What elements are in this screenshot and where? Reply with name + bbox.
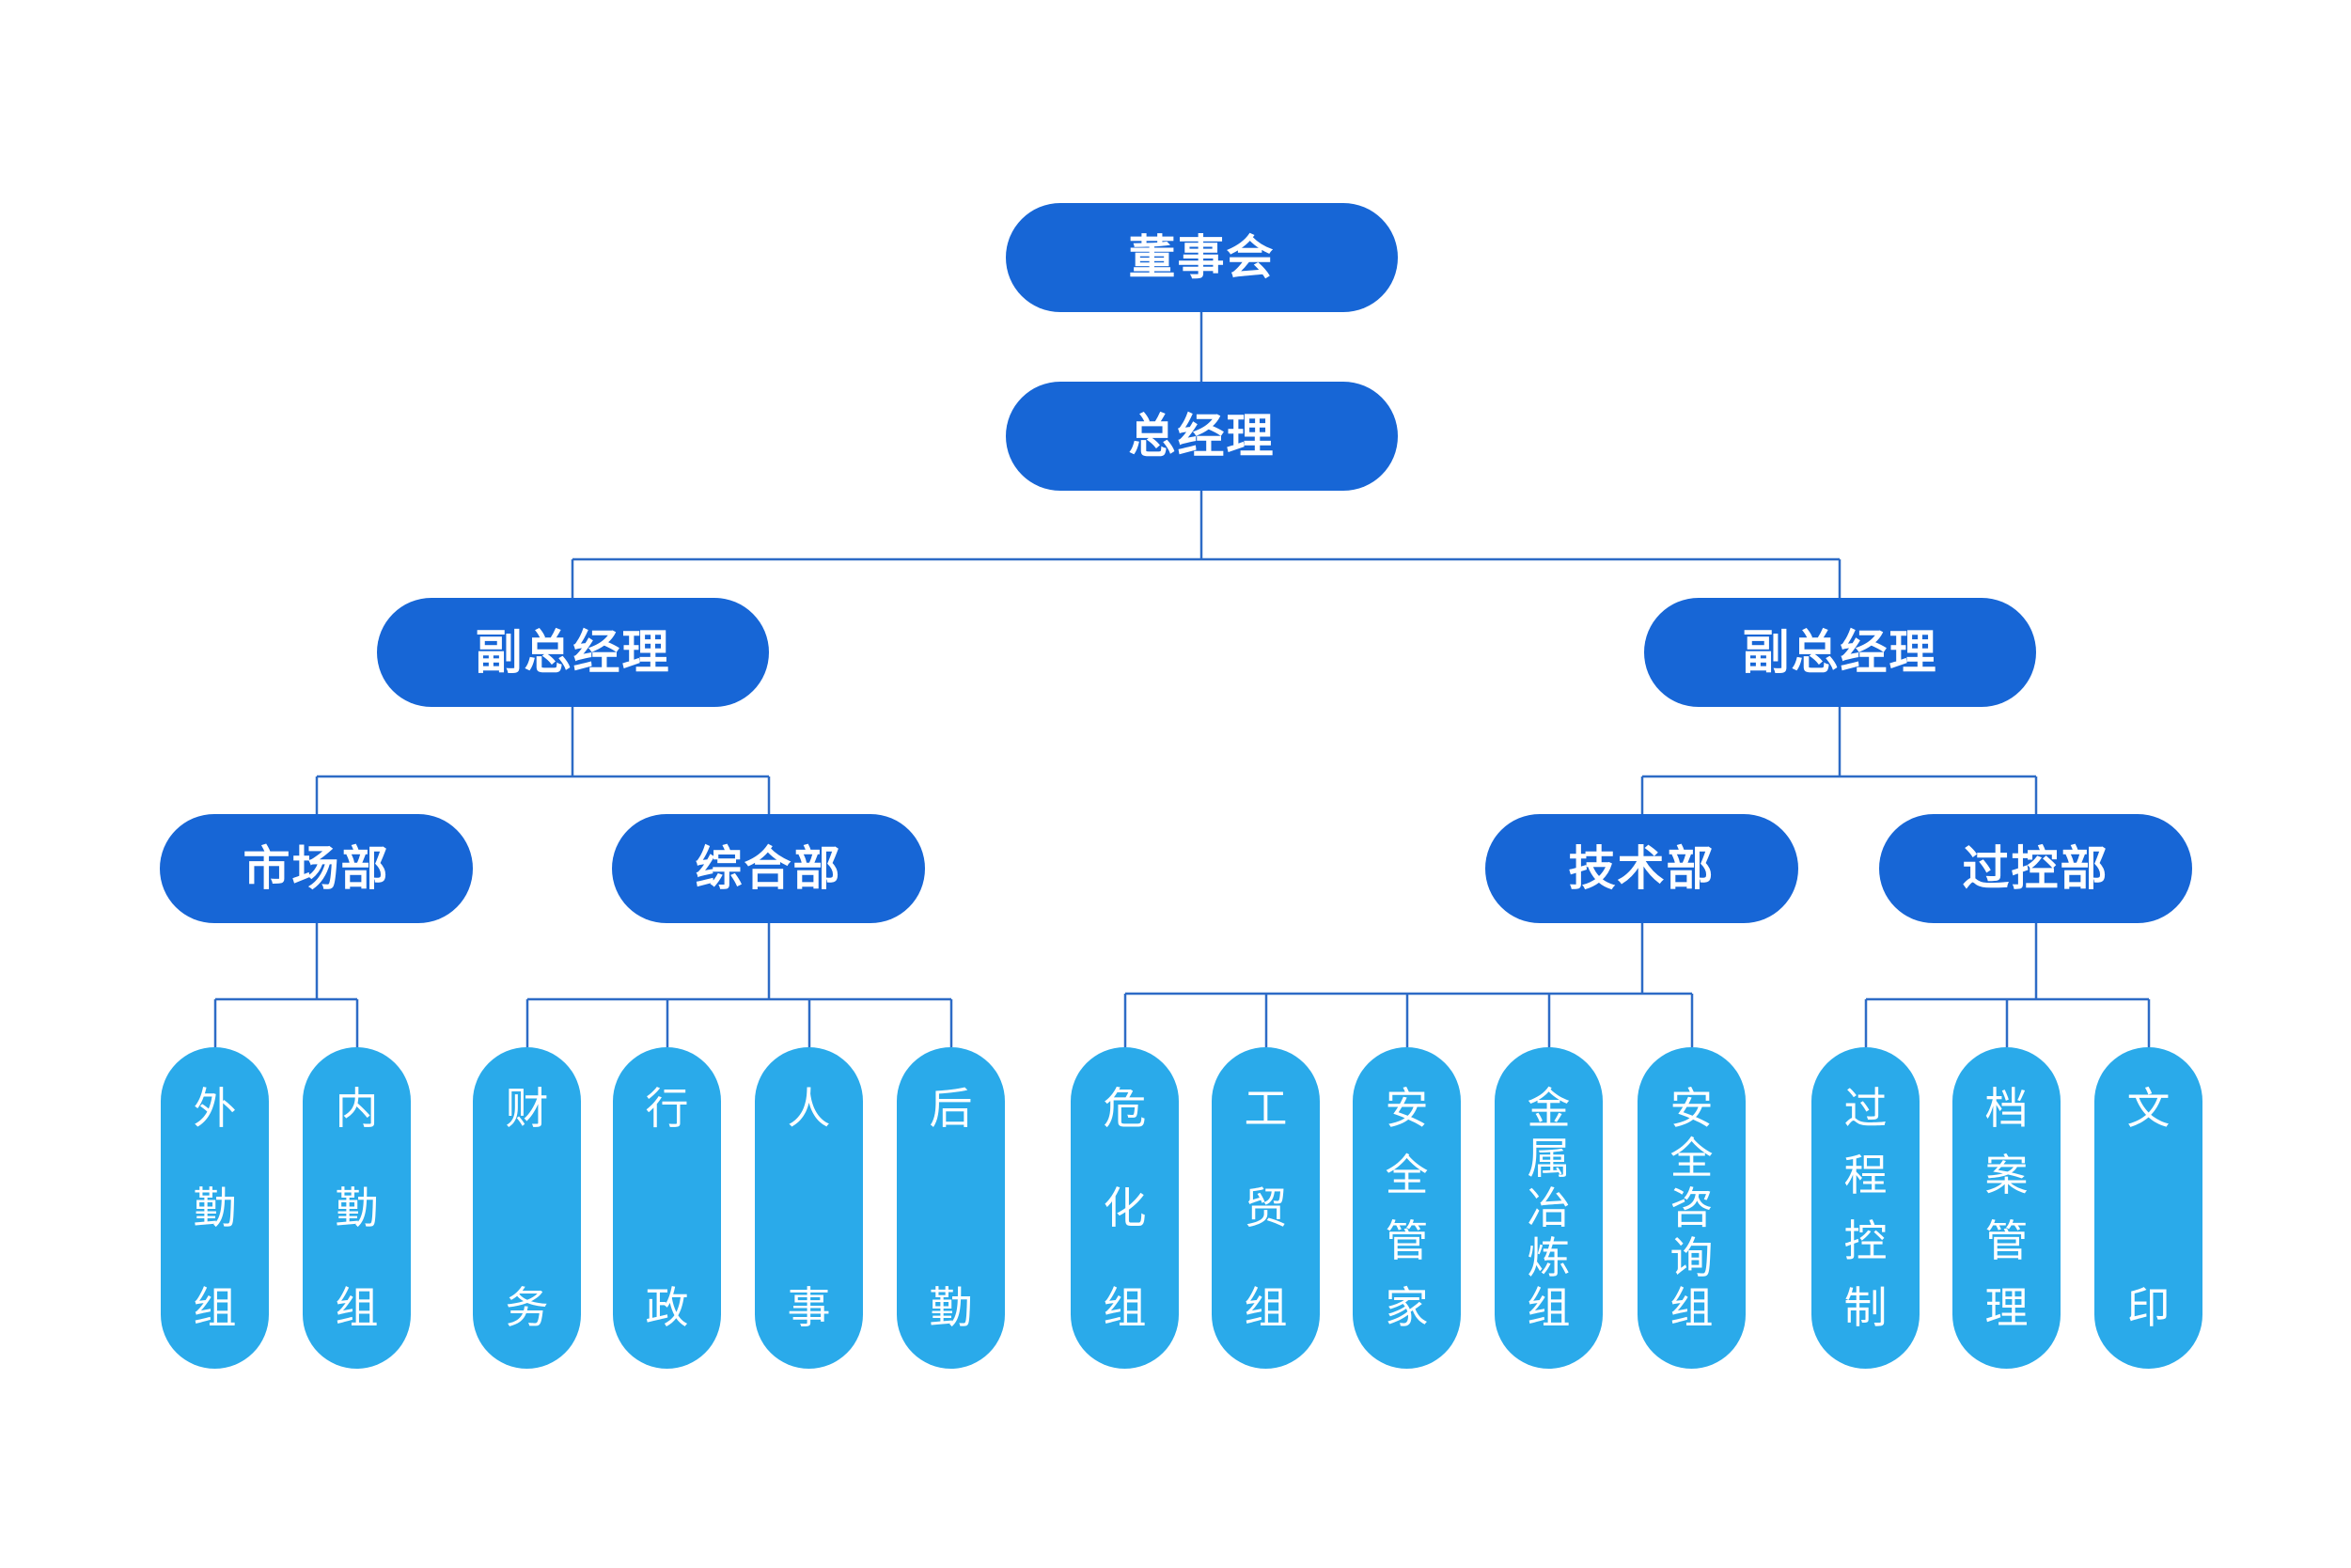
ceo-label: 总经理 bbox=[1128, 409, 1276, 463]
group-label-char: 危 bbox=[1103, 1083, 1147, 1134]
group-node-safety-steward: 安全管家 bbox=[1353, 1047, 1461, 1369]
department-label: 技术部 bbox=[1568, 841, 1716, 896]
group-label-char: 组 bbox=[1244, 1282, 1288, 1333]
connector-ceo-to-vps bbox=[571, 490, 1842, 598]
group-node-metal-smelting: 金属冶炼组 bbox=[1495, 1047, 1603, 1369]
group-label-char: 人 bbox=[787, 1083, 831, 1134]
group-label: 安全咨询组 bbox=[1638, 1087, 1746, 1329]
department-node-market: 市场部 bbox=[160, 814, 473, 923]
group-node-personnel: 人事 bbox=[755, 1047, 863, 1369]
group-label: 后勤 bbox=[897, 1087, 1005, 1329]
group-label-char: 制 bbox=[1843, 1281, 1888, 1333]
connector-general-to-groups bbox=[525, 922, 953, 1047]
group-label-char: 案 bbox=[1984, 1149, 2029, 1200]
board-node: 董事会 bbox=[1006, 203, 1398, 312]
group-label-char: 政 bbox=[645, 1282, 689, 1333]
department-label: 过控部 bbox=[1962, 841, 2109, 896]
group-label-char: 印 bbox=[2126, 1282, 2171, 1333]
group-label-char: 组 bbox=[335, 1282, 379, 1333]
group-label: 档案管理 bbox=[1952, 1087, 2061, 1329]
group-label: 过程控制 bbox=[1811, 1087, 1920, 1329]
group-label: 财务 bbox=[473, 1087, 581, 1329]
group-label: 行政 bbox=[613, 1087, 721, 1329]
group-node-logistics: 后勤 bbox=[897, 1047, 1005, 1369]
group-label-char: 组 bbox=[1527, 1282, 1571, 1333]
group-label-char: 组 bbox=[1103, 1282, 1147, 1333]
group-node-office-work: 内勤组 bbox=[303, 1047, 411, 1369]
group-label-char: 全 bbox=[1385, 1149, 1429, 1200]
group-label-char: 化 bbox=[1103, 1183, 1147, 1233]
group-label-char: 勤 bbox=[335, 1183, 379, 1233]
group-node-document-printing: 文印 bbox=[2094, 1047, 2202, 1369]
group-label: 内勤组 bbox=[303, 1087, 411, 1329]
department-label: 市场部 bbox=[243, 841, 390, 896]
vp-label: 副总经理 bbox=[475, 625, 671, 680]
department-label: 综合部 bbox=[695, 841, 842, 896]
group-label-char: 工 bbox=[1244, 1083, 1288, 1134]
board-label: 董事会 bbox=[1128, 230, 1276, 285]
group-node-finance: 财务 bbox=[473, 1047, 581, 1369]
department-node-general: 综合部 bbox=[612, 814, 925, 923]
group-node-field-work: 外勤组 bbox=[161, 1047, 269, 1369]
vp-node-left: 副总经理 bbox=[377, 598, 769, 707]
group-label-char: 行 bbox=[645, 1083, 689, 1134]
group-label-char: 全 bbox=[1669, 1133, 1714, 1184]
connector-market-to-groups bbox=[213, 922, 359, 1047]
group-label: 人事 bbox=[755, 1087, 863, 1329]
group-label-char: 金 bbox=[1527, 1083, 1571, 1134]
group-label-char: 咨 bbox=[1669, 1183, 1714, 1233]
group-label-char: 财 bbox=[505, 1083, 549, 1134]
group-label: 外勤组 bbox=[161, 1087, 269, 1329]
group-label-char: 贸 bbox=[1244, 1183, 1288, 1233]
group-node-archive-management: 档案管理 bbox=[1952, 1047, 2061, 1369]
group-label-char: 询 bbox=[1669, 1232, 1714, 1283]
group-label-char: 安 bbox=[1669, 1083, 1714, 1134]
group-label: 金属冶炼组 bbox=[1495, 1087, 1603, 1329]
department-node-process-control: 过控部 bbox=[1879, 814, 2192, 923]
group-label-char: 冶 bbox=[1527, 1183, 1571, 1233]
group-label-char: 文 bbox=[2126, 1083, 2171, 1134]
group-label-char: 事 bbox=[787, 1282, 831, 1333]
group-label-char: 过 bbox=[1843, 1083, 1888, 1134]
vp-node-right: 副总经理 bbox=[1644, 598, 2036, 707]
group-label-char: 内 bbox=[335, 1083, 379, 1134]
connector-process-to-groups bbox=[1864, 922, 2151, 1047]
ceo-node: 总经理 bbox=[1006, 382, 1398, 491]
group-label-char: 勤 bbox=[193, 1183, 237, 1233]
group-label: 危化组 bbox=[1071, 1087, 1179, 1329]
connector-vp-right-to-departments bbox=[1640, 707, 2038, 814]
group-label-char: 后 bbox=[929, 1083, 973, 1134]
vp-label: 副总经理 bbox=[1742, 625, 1938, 680]
group-label-char: 程 bbox=[1843, 1149, 1888, 1200]
group-label: 工贸组 bbox=[1212, 1087, 1320, 1329]
group-label-char: 管 bbox=[1385, 1215, 1429, 1267]
group-label-char: 档 bbox=[1984, 1083, 2029, 1134]
connector-vp-left-to-departments bbox=[315, 707, 771, 814]
group-label: 文印 bbox=[2094, 1087, 2202, 1329]
group-node-hazardous-chemicals: 危化组 bbox=[1071, 1047, 1179, 1369]
group-label-char: 属 bbox=[1527, 1133, 1571, 1184]
department-node-technical: 技术部 bbox=[1485, 814, 1798, 923]
group-node-safety-consulting: 安全咨询组 bbox=[1638, 1047, 1746, 1369]
group-label: 安全管家 bbox=[1353, 1087, 1461, 1329]
group-label-char: 安 bbox=[1385, 1083, 1429, 1134]
group-label-char: 组 bbox=[1669, 1282, 1714, 1333]
group-label-char: 外 bbox=[193, 1083, 237, 1134]
connector-tech-to-groups bbox=[1123, 922, 1694, 1047]
group-label-char: 组 bbox=[193, 1282, 237, 1333]
group-label-char: 理 bbox=[1984, 1281, 2029, 1333]
group-label-char: 勤 bbox=[929, 1282, 973, 1333]
group-label-char: 家 bbox=[1385, 1281, 1429, 1333]
group-node-administration: 行政 bbox=[613, 1047, 721, 1369]
group-node-industry-trade: 工贸组 bbox=[1212, 1047, 1320, 1369]
group-label-char: 管 bbox=[1984, 1215, 2029, 1267]
group-node-process-control: 过程控制 bbox=[1811, 1047, 1920, 1369]
group-label-char: 务 bbox=[505, 1282, 549, 1333]
group-label-char: 炼 bbox=[1527, 1232, 1571, 1283]
group-label-char: 控 bbox=[1843, 1215, 1888, 1267]
